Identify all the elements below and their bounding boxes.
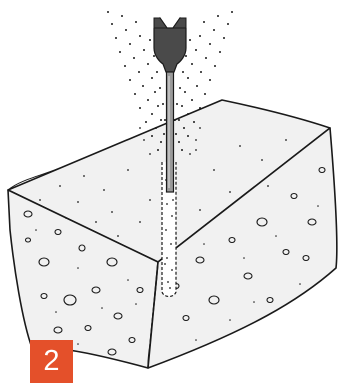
drill-bit	[167, 72, 174, 192]
chuck-collar	[154, 18, 186, 28]
step-number-badge: 2	[30, 340, 73, 383]
